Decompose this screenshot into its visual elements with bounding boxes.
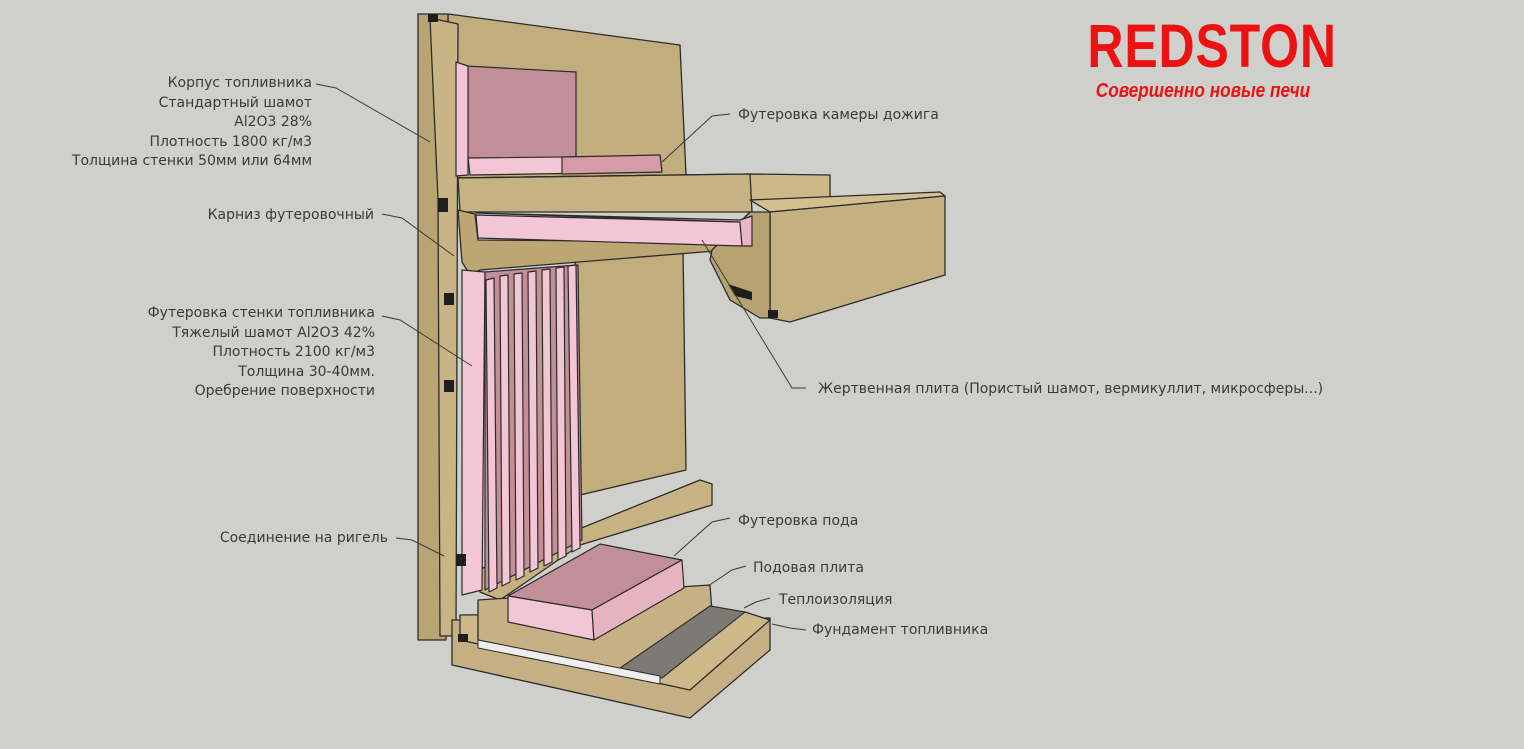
leader-insulation	[743, 597, 771, 609]
label-body-line: Толщина стенки 50мм или 64мм	[71, 153, 312, 169]
brand-block: REDSTON Совершенно новые печи	[1062, 12, 1344, 102]
hearth-lining-side	[591, 559, 685, 641]
insulation-strip	[477, 639, 661, 685]
wall-lining-rib	[567, 264, 581, 553]
label-afterburn-lining: Футеровка камеры дожига	[738, 106, 939, 126]
label-wall-lining-line: Толщина 30-40мм.	[238, 363, 375, 380]
label-insulation-text: Теплоизоляция	[779, 592, 893, 608]
label-body: Корпус топливника Стандартный шамот Al2O…	[72, 74, 312, 172]
wall-lining-base	[461, 269, 486, 596]
crossbar-joint-marker	[458, 634, 468, 642]
sacrificial-holder-front	[769, 195, 946, 323]
afterburn-lining-block	[465, 65, 577, 161]
crossbar-joint-marker	[438, 198, 448, 212]
leader-foundation	[771, 623, 807, 631]
body-front-face	[429, 17, 459, 637]
label-cornice: Карниз футеровочный	[208, 206, 374, 226]
label-sacrificial-plate: Жертвенная плита (Пористый шамот, вермик…	[818, 380, 1323, 400]
label-body-line: Стандартный шамот	[158, 94, 312, 111]
afterburn-lining-strip	[455, 61, 469, 177]
brand-logo: REDSTON	[1087, 12, 1337, 80]
crossbar-joint-marker	[456, 554, 466, 566]
crossbar-joint-marker	[428, 14, 438, 22]
label-insulation: Теплоизоляция	[779, 591, 892, 611]
leader-hearth-plate	[707, 565, 747, 587]
label-wall-lining-line: Оребрение поверхности	[194, 383, 375, 399]
wall-lining-rib	[485, 277, 498, 593]
label-sacrificial-plate-text: Жертвенная плита (Пористый шамот, вермик…	[818, 381, 1324, 397]
sacrificial-plate-top	[475, 212, 753, 247]
label-cornice-text: Карниз футеровочный	[207, 207, 374, 223]
wall-lining-rib	[527, 270, 539, 573]
label-hearth-lining-text: Футеровка пода	[738, 513, 859, 529]
leader-sacrificial	[701, 239, 806, 389]
wall-lining-rib	[513, 272, 525, 581]
leader-hearth-lining	[673, 517, 731, 557]
label-wall-lining-line: Плотность 2100 кг/м3	[212, 344, 375, 360]
label-body-line: Al2O3 28%	[234, 114, 312, 130]
hearth-ledge	[477, 479, 713, 601]
brand-tagline: Совершенно новые печи	[1095, 80, 1311, 102]
afterburn-lining-floor-dark	[561, 154, 663, 175]
label-wall-lining: Футеровка стенки топливника Тяжелый шамо…	[148, 304, 375, 402]
label-afterburn-lining-text: Футеровка камеры дожига	[738, 107, 939, 123]
label-crossbar-joint: Соединение на ригель	[220, 529, 388, 549]
label-foundation: Фундамент топливника	[812, 621, 988, 641]
label-crossbar-joint-text: Соединение на ригель	[219, 530, 388, 546]
leader-cornice	[381, 213, 455, 257]
leader-body	[315, 83, 431, 143]
label-wall-lining-line: Футеровка стенки топливника	[147, 305, 375, 321]
wall-lining-rib	[541, 268, 553, 567]
leader-crossbar	[395, 537, 445, 557]
shadow-slot	[728, 284, 752, 300]
label-body-line: Корпус топливника	[167, 75, 312, 91]
label-hearth-plate: Подовая плита	[753, 559, 864, 579]
rear-wall	[574, 247, 687, 496]
wall-lining-rib	[555, 266, 567, 561]
leader-afterburn	[661, 113, 731, 163]
label-wall-lining-line: Тяжелый шамот Al2O3 42%	[172, 324, 375, 341]
crossbar-joint-marker	[444, 293, 454, 305]
crossbar-joint-marker	[444, 380, 454, 392]
label-hearth-plate-text: Подовая плита	[753, 560, 864, 576]
label-hearth-lining: Футеровка пода	[738, 512, 858, 532]
wall-lining-rib	[499, 274, 511, 587]
afterburn-floor-front	[457, 173, 753, 213]
leader-wall-lining	[381, 315, 473, 367]
label-foundation-text: Фундамент топливника	[812, 622, 989, 638]
crossbar-joint-marker	[768, 310, 778, 318]
label-body-line: Плотность 1800 кг/м3	[149, 133, 312, 150]
